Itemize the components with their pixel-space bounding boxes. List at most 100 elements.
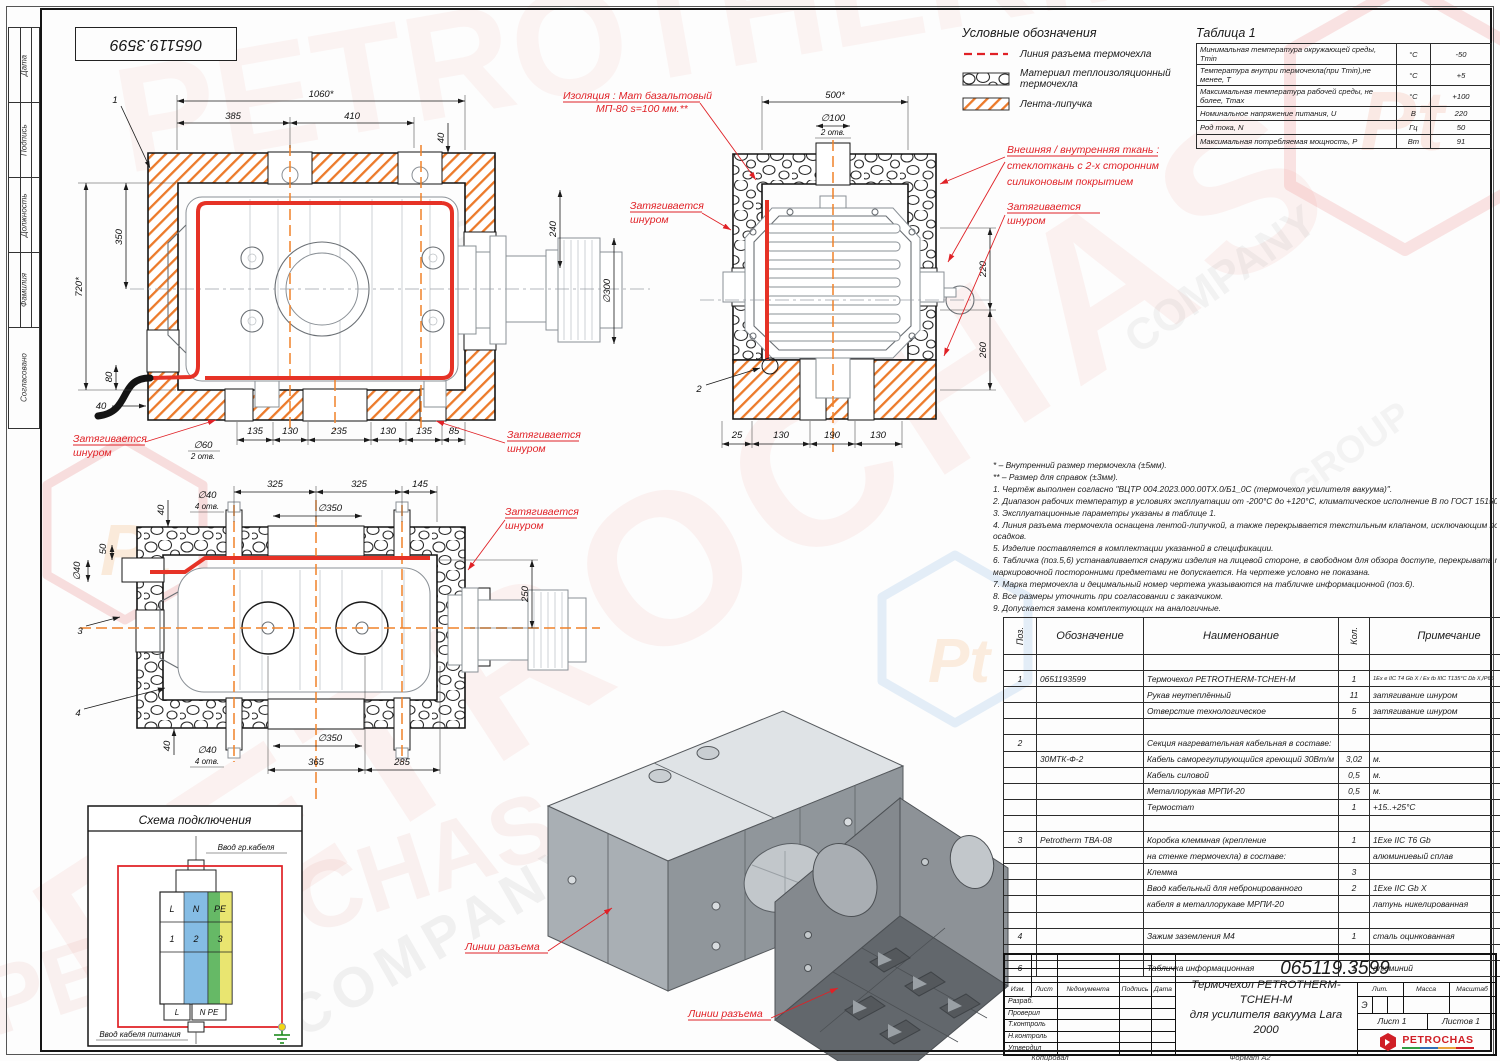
note-line: * – Внутренний размер термочехла (±5мм).: [993, 460, 1167, 470]
split-line-label: Линии разъема: [687, 1008, 763, 1020]
unit: Гц: [1395, 120, 1431, 135]
svg-text:130: 130: [380, 426, 397, 437]
param: Максимальная температура рабочей среды, …: [1196, 85, 1397, 107]
title-line-1: Термочехол PETROTHERM-TCHEH-M: [1191, 979, 1341, 1006]
dim: 385: [225, 111, 242, 122]
sheet-border: [6, 6, 1494, 1055]
dim: 220: [978, 260, 989, 278]
dim: 80: [104, 371, 115, 382]
petrochas-logo-icon: [1380, 1032, 1396, 1051]
col-designation: Обозначение: [1036, 617, 1144, 655]
iso-cover-bottom: Линии разъема: [687, 796, 1009, 1061]
unit: В: [1395, 106, 1431, 121]
margin-cell: Должность: [8, 177, 40, 253]
leader-2: 2: [695, 384, 702, 395]
svg-text:235: 235: [330, 426, 348, 437]
wiring: [117, 865, 283, 1028]
bottom-terminal-L: L: [175, 1008, 179, 1017]
svg-text:325: 325: [351, 479, 368, 490]
svg-text:∅350: ∅350: [318, 503, 343, 514]
svg-text:130: 130: [870, 430, 887, 441]
legend: Условные обозначения Линия разъема термо…: [962, 26, 1192, 118]
legend-label: Материал теплоизоляционный термочехла: [1020, 68, 1171, 90]
dim: 410: [344, 111, 361, 122]
param: Род тока, N: [1196, 120, 1397, 135]
split-line-symbol: [964, 52, 1008, 56]
dim: 40: [436, 132, 447, 143]
dim: ∅100: [821, 113, 846, 124]
tie-note: Затягивается: [630, 200, 704, 212]
unit: °С: [1395, 43, 1431, 65]
dim: 720*: [74, 277, 85, 297]
dim: ∅300: [602, 278, 613, 303]
svg-text:325: 325: [267, 479, 284, 490]
svg-text:4 отв.: 4 отв.: [195, 757, 219, 766]
note-line: 6. Табличка (поз.5,6) устанавливается сн…: [993, 555, 1497, 566]
value: 91: [1429, 134, 1493, 149]
bom-table: Поз. Обозначение Наименование Кол. Приме…: [1003, 617, 1500, 977]
table-row: Максимальная температура рабочей среды, …: [1196, 85, 1493, 107]
tie-note: шнуром: [505, 520, 544, 532]
value: -50: [1429, 43, 1493, 65]
dim: 260: [978, 341, 989, 359]
param: Температура внутри термочехла(при Tmin),…: [1196, 64, 1397, 86]
svg-text:130: 130: [282, 426, 299, 437]
sheets-total: Листов 1: [1441, 1016, 1481, 1026]
doc-number-stamp: 065119.3599: [75, 27, 237, 61]
col-izm: Изм.: [1010, 985, 1026, 993]
split-line-label: Линии разъема: [464, 941, 540, 953]
svg-text:130: 130: [773, 430, 790, 441]
svg-text:∅40: ∅40: [198, 745, 218, 756]
terminal-PE: PE: [214, 904, 227, 914]
notes-block: * – Внутренний размер термочехла (±5мм).…: [993, 460, 1497, 615]
dim-chain-bottom: 135 130 235 130 135 85: [236, 422, 466, 445]
unit: Вт: [1395, 134, 1431, 149]
insulation-symbol: [962, 72, 1010, 86]
terminal-N: N: [193, 904, 200, 914]
label-lit: Лит.: [1372, 985, 1388, 993]
dim: 1060*: [309, 89, 334, 100]
fabric-note: Внешняя / внутренняя ткань :: [1007, 144, 1159, 156]
legend-item: Материал теплоизоляционный термочехла: [962, 68, 1192, 90]
tie-note: шнуром: [507, 443, 546, 455]
bom-row: [1003, 718, 1500, 736]
svg-text:285: 285: [393, 757, 411, 768]
role-developed: Разраб.: [1008, 998, 1034, 1006]
col-signature: Подпись: [1121, 985, 1149, 993]
table1-title: Таблица 1: [1196, 26, 1256, 40]
svg-text:135: 135: [416, 426, 433, 437]
col-list: Лист: [1035, 985, 1053, 993]
value: +100: [1429, 85, 1493, 107]
table-row: Температура внутри термочехла(при Tmin),…: [1196, 64, 1493, 86]
note-line: маркировочной посторонними предметами не…: [993, 567, 1371, 578]
note-line: 5. Изделие поставляется в комплектации у…: [993, 543, 1274, 554]
note-line: 4. Линия разъема термочехла оснащена лен…: [993, 519, 1497, 530]
sheet-number: Лист 1: [1377, 1016, 1407, 1026]
bom-row: [1003, 653, 1500, 672]
value: 50: [1429, 120, 1493, 135]
velcro-symbol: [962, 97, 1010, 111]
dim: 240: [548, 220, 559, 238]
margin-cell: Дата: [8, 27, 40, 103]
title-block: 065119.3599 Изм. Лист №документа Подпись…: [1003, 953, 1497, 1056]
tie-note: шнуром: [630, 214, 669, 226]
power-cable: [94, 374, 154, 420]
power-cable-entry-label: Ввод кабеля питания: [99, 1030, 181, 1039]
insulation-note: Изоляция : Мат базальтовый: [563, 90, 712, 102]
terminal-2: 2: [192, 934, 198, 944]
schema-title: Схема подключения: [139, 813, 252, 827]
tie-note: шнуром: [73, 447, 112, 459]
svg-text:250: 250: [520, 585, 531, 603]
margin-label: Должность: [19, 193, 29, 237]
